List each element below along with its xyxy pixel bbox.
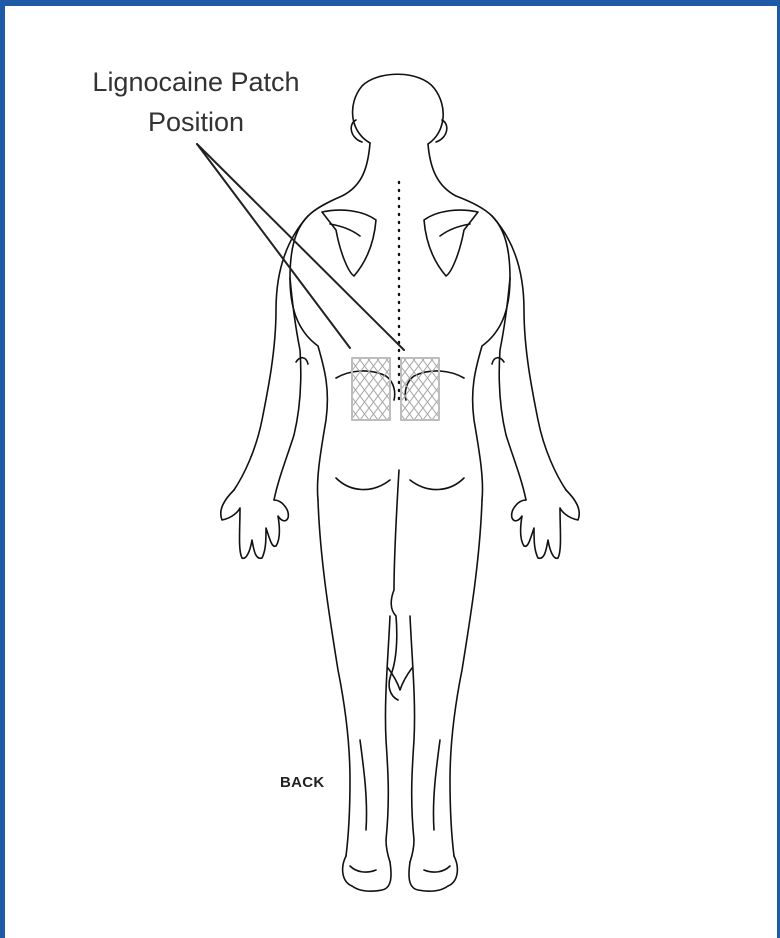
right-scapula-spine <box>440 224 470 236</box>
left-leg-inner <box>385 616 390 862</box>
right-leg-outer <box>450 500 482 856</box>
left-arm-outer <box>234 216 308 490</box>
right-hand <box>512 490 580 558</box>
neck-left <box>308 143 370 216</box>
right-arm-inner <box>499 278 526 500</box>
left-foot <box>343 856 391 891</box>
torso-left <box>290 216 327 500</box>
right-leg-inner <box>410 616 415 862</box>
right-calf-line <box>433 740 440 830</box>
neck-right <box>428 144 492 216</box>
callout-pointer-right <box>197 144 404 350</box>
left-arm-inner <box>274 278 301 500</box>
left-calf-line <box>360 740 367 830</box>
left-heel <box>350 866 376 872</box>
view-label: BACK <box>280 774 325 791</box>
left-scapula <box>322 210 376 276</box>
left-gluteal-fold <box>336 478 390 490</box>
left-leg-outer <box>318 500 350 856</box>
torso-right <box>473 216 510 500</box>
right-gluteal-fold <box>410 478 464 490</box>
left-lignocaine-patch <box>352 358 390 420</box>
right-arm-outer <box>492 216 566 490</box>
left-scapula-spine <box>330 224 360 236</box>
left-hand <box>221 490 289 558</box>
right-scapula <box>424 210 478 276</box>
head-outline <box>353 74 444 144</box>
gluteal-cleft <box>389 470 399 700</box>
right-foot <box>409 856 457 891</box>
right-lignocaine-patch <box>401 358 439 420</box>
right-heel <box>424 866 450 872</box>
left-elbow-crease <box>296 358 308 364</box>
right-elbow-crease <box>492 358 504 364</box>
callout-pointer-left <box>197 144 350 348</box>
